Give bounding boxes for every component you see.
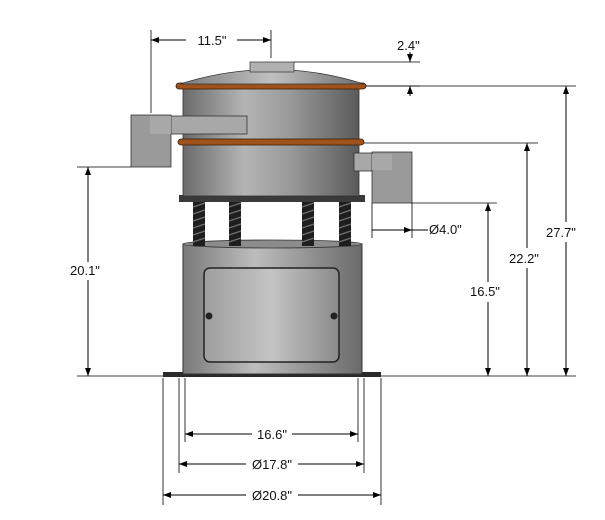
dim-upper-outlet-height: 20.1" <box>70 166 131 376</box>
dim-base-width-label: 16.6" <box>257 427 287 442</box>
dim-foot-diameter: Ø20.8" <box>163 488 381 503</box>
panel-bolt-left <box>205 312 213 320</box>
dim-lower-outlet-height: 22.2" <box>364 142 539 376</box>
access-panel <box>203 267 340 363</box>
dim-overall-height: 27.7" <box>366 85 576 376</box>
dim-outlet-diameter-label: Ø4.0" <box>429 222 462 237</box>
dim-top-offset-label: 11.5" <box>198 33 227 48</box>
dim-overall-height-label: 27.7" <box>546 225 576 240</box>
dim-top-offset: 11.5" <box>150 30 272 113</box>
dim-foot-diameter-label: Ø20.8" <box>252 488 292 503</box>
dim-base-width: 16.6" <box>185 427 358 442</box>
springs <box>192 200 352 246</box>
dim-upper-outlet-height-label: 20.1" <box>70 263 100 278</box>
dim-outlet-diameter: Ø4.0" <box>371 203 462 238</box>
sieve-machine <box>130 61 413 377</box>
lower-frame-ring <box>179 195 365 202</box>
dim-cap-height-label: 2.4" <box>397 38 420 53</box>
inlet-cap <box>249 61 295 73</box>
panel-bolt-right <box>330 312 338 320</box>
dim-base-diameter: Ø17.8" <box>179 457 364 472</box>
dim-lower-outlet-height-label: 22.2" <box>509 251 539 266</box>
base-top-rim <box>182 239 363 249</box>
dim-spring-height-label: 16.5" <box>470 284 500 299</box>
middle-clamp-band <box>177 138 365 146</box>
dim-base-diameter-label: Ø17.8" <box>252 457 292 472</box>
lower-sieve-deck <box>182 143 360 197</box>
dim-spring-height: 16.5" <box>412 202 500 376</box>
